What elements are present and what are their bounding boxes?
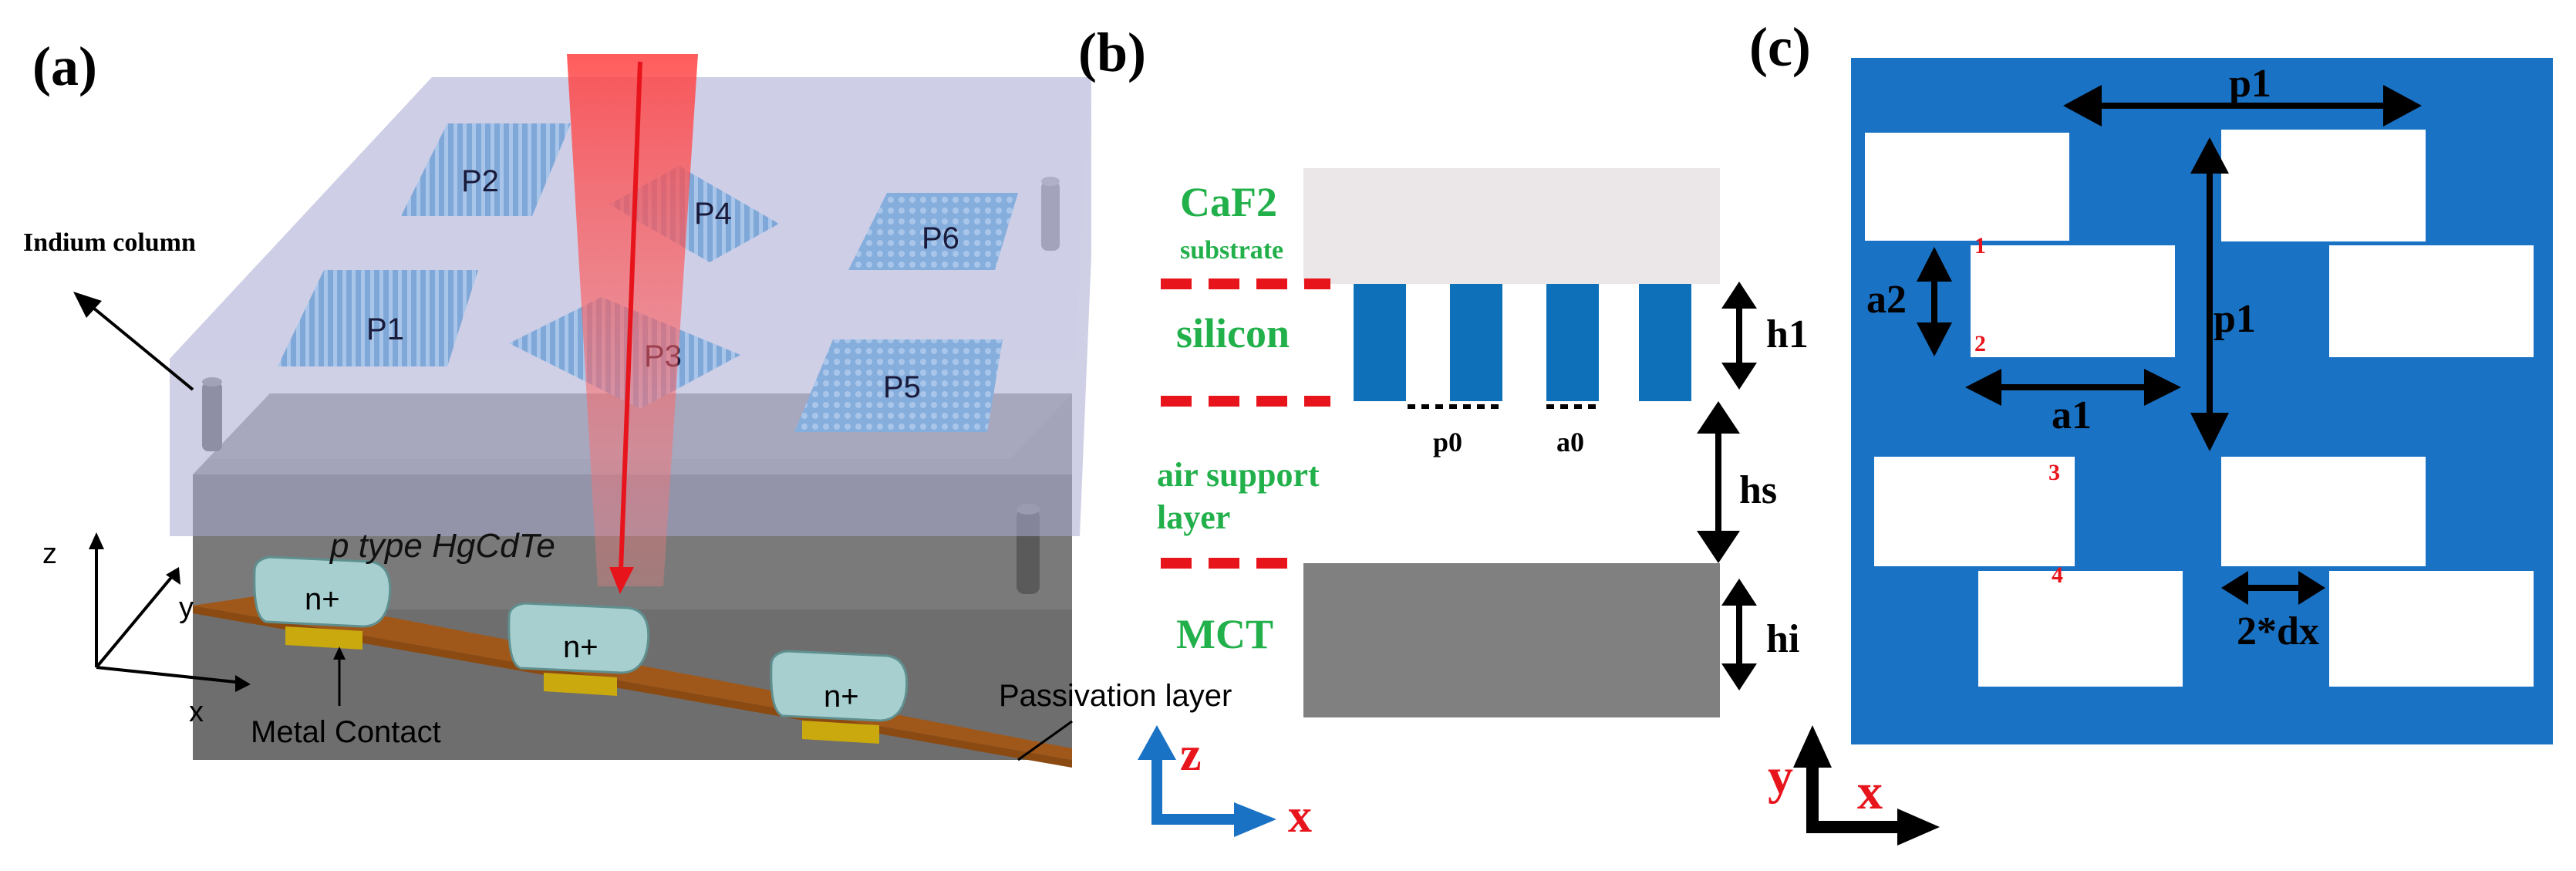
h1-dimension: h1 [1721,282,1809,390]
panel-c-label: (c) [1749,16,1811,78]
panel-a-label: (a) [32,35,97,97]
marker-3: 3 [2048,460,2060,485]
air-support-label-1: air support [1157,456,1320,494]
indium-label: Indium column [23,228,196,257]
p1-horizontal-label: p1 [2229,62,2271,106]
nplus-region-3: n+ [770,650,909,722]
caf2-label: CaF2 [1180,179,1277,225]
layer-boundaries [1161,279,1330,569]
axis-c-y-label: y [1768,748,1793,805]
marker-2: 2 [1974,331,1986,356]
axis-x-label: x [189,696,204,728]
panel-c: (c) 1 2 3 4 p1 [1749,16,2553,846]
white-blocks [1865,130,2534,687]
panel-b-label: (b) [1078,22,1146,83]
incident-beam [567,54,698,594]
caf2-substrate-rect [1303,168,1720,284]
mct-label: MCT [1176,611,1273,657]
pixel-label-P2: P2 [461,164,499,198]
hs-dimension: hs [1697,401,1777,563]
pixel-P2: P2 [401,123,571,216]
hs-label: hs [1739,468,1777,512]
hi-label: hi [1766,617,1799,661]
metal-contact-label: Metal Contact [251,715,441,749]
mct-rect [1303,563,1720,717]
axis-y-label: y [179,592,194,624]
axis-b-z-label: z [1180,728,1202,781]
axes-c: y x [1768,725,1940,846]
nplus-region-2: n+ [507,602,650,674]
pixel-label-P6: P6 [922,221,959,255]
panel-b: (b) CaF2 substrate silicon air support l… [1078,22,1809,842]
dx-dimension: 2*dx [2221,571,2325,653]
marker-4: 4 [2052,562,2063,588]
p0-dimension: p0 [1408,404,1500,457]
corner-markers: 1 2 3 4 [1974,233,2063,588]
nplus-label-1: n+ [305,582,340,616]
a2-label: a2 [1866,278,1907,322]
nplus-region-1: n+ [253,555,392,628]
metal-callout: Metal Contact [251,646,441,749]
dx-label: 2*dx [2237,609,2319,653]
nplus-label-2: n+ [563,630,598,664]
substrate-label: substrate [1180,236,1283,265]
panel-a: (a) n+ n+ n+ [23,35,1232,768]
indium-callout: Indium column [23,228,196,391]
nplus-label-3: n+ [824,680,859,714]
h1-label: h1 [1766,312,1809,356]
a1-label: a1 [2052,393,2092,437]
pixel-label-P5: P5 [883,370,921,404]
p0-label: p0 [1433,427,1462,457]
passivation-label: Passivation layer [999,679,1232,713]
pixel-label-P1: P1 [366,312,404,346]
pixel-P1: P1 [278,270,478,366]
pixel-P5: P5 [794,339,1003,432]
silicon-label: silicon [1176,310,1290,356]
axis-z-label: z [42,538,57,570]
axes-b: z x [1138,725,1312,842]
passivation-callout: Passivation layer [999,679,1232,761]
a1-dimension: a1 [1965,369,2181,437]
axis-c-x-label: x [1857,764,1883,820]
metal-contact-2 [544,673,617,696]
pixel-P6: P6 [848,193,1018,270]
pixel-label-P4: P4 [694,197,732,231]
air-support-label-2: layer [1157,498,1230,536]
p1-vertical-label: p1 [2214,297,2256,341]
hi-dimension: hi [1721,579,1799,690]
marker-1: 1 [1974,233,1986,258]
axes-3d: z y x [42,532,251,728]
silicon-grating [1354,284,1691,401]
metal-contact-1 [285,626,362,650]
p1-vertical-dimension: p1 [2190,137,2256,451]
p1-horizontal-dimension: p1 [2063,62,2422,127]
a0-dimension: a0 [1546,404,1599,457]
ptype-label: p type HgCdTe [329,527,555,565]
axis-b-x-label: x [1288,790,1312,842]
metal-contact-3 [802,721,879,744]
a2-dimension: a2 [1866,247,1952,356]
a0-label: a0 [1556,427,1584,457]
